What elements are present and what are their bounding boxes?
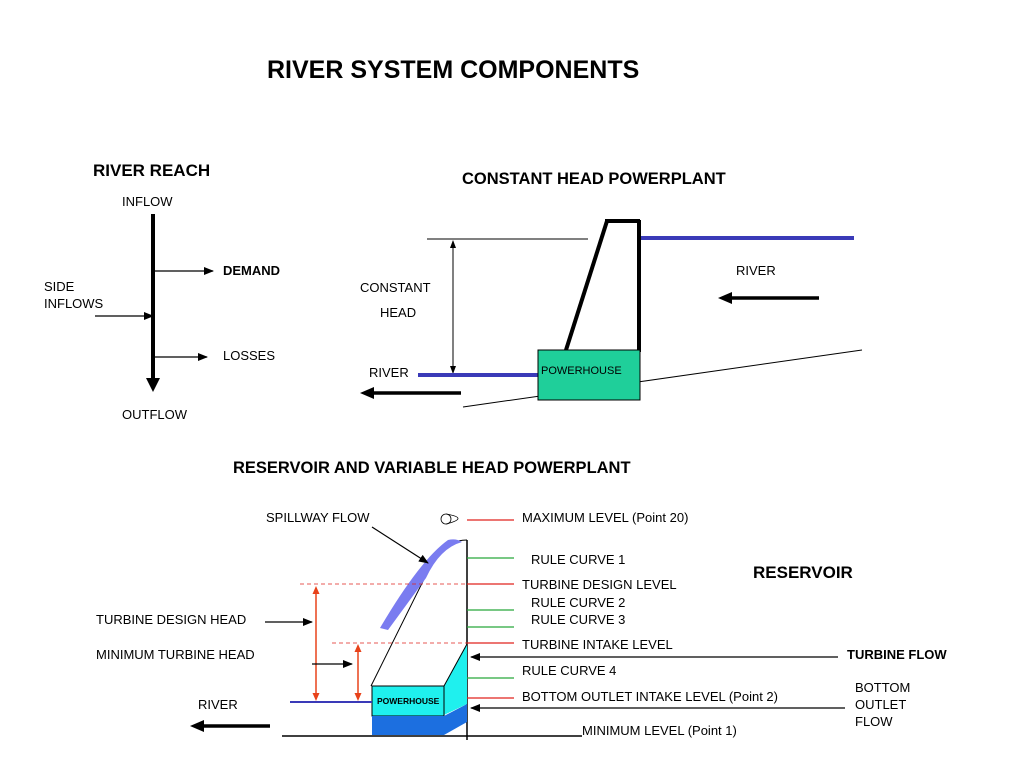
reach-inflow-label: INFLOW	[122, 194, 173, 209]
rv-spillway-gate-icon	[440, 513, 452, 525]
reach-outflow-label: OUTFLOW	[122, 407, 187, 422]
ch-head-label: HEAD	[380, 305, 417, 320]
rv-spillway-flow	[380, 539, 462, 630]
rv-base	[372, 704, 467, 735]
page-title: RIVER SYSTEM COMPONENTS	[267, 56, 640, 84]
rv-rule-curve-3-label: RULE CURVE 3	[531, 612, 626, 627]
rv-river-label: RIVER	[198, 697, 238, 712]
rv-powerhouse-edge	[443, 643, 468, 687]
ch-flow-arrowhead-right	[718, 292, 732, 304]
rv-turbine-design-level-label: TURBINE DESIGN LEVEL	[522, 577, 677, 592]
ch-flow-arrowhead-left	[360, 387, 374, 399]
constant-head-heading: CONSTANT HEAD POWERPLANT	[462, 170, 726, 188]
reach-demand-label: DEMAND	[223, 263, 281, 278]
river-reach-heading: RIVER REACH	[93, 161, 211, 180]
rv-bottom-outlet-flow-label-3: FLOW	[855, 714, 893, 729]
rv-rule-curve-2-label: RULE CURVE 2	[531, 595, 626, 610]
rv-turbine-design-head-label: TURBINE DESIGN HEAD	[96, 612, 247, 627]
rv-powerhouse-label: POWERHOUSE	[377, 696, 440, 706]
rv-river-arrowhead	[190, 720, 204, 732]
rv-powerhouse	[371, 685, 445, 717]
rv-maximum-level-label: MAXIMUM LEVEL (Point 20)	[522, 510, 689, 525]
ch-dam-slope	[564, 220, 609, 351]
rv-intake-zone	[444, 644, 467, 715]
rv-rule-curve-4-label: RULE CURVE 4	[522, 663, 617, 678]
rv-bottom-outlet-level-label: BOTTOM OUTLET INTAKE LEVEL (Point 2)	[522, 689, 778, 704]
reach-losses-label: LOSSES	[223, 348, 276, 363]
rv-rule-curve-1-label: RULE CURVE 1	[531, 552, 626, 567]
ch-river-left-label: RIVER	[369, 365, 409, 380]
rv-spillway-flow-label: SPILLWAY FLOW	[266, 510, 370, 525]
rv-turbine-intake-level-label: TURBINE INTAKE LEVEL	[522, 637, 673, 652]
reach-side-inflows-label-1: SIDE	[44, 279, 75, 294]
ch-ground-line	[462, 349, 863, 408]
ch-powerhouse-label: POWERHOUSE	[541, 365, 622, 377]
ch-constant-label: CONSTANT	[360, 280, 431, 295]
rv-spillway-gate-arc	[445, 513, 459, 525]
rv-spillway-pointer	[371, 526, 429, 564]
reach-outflow-arrowhead	[146, 378, 160, 392]
rv-bottom-outlet-flow-label-1: BOTTOM	[855, 680, 911, 695]
reservoir-heading: RESERVOIR AND VARIABLE HEAD POWERPLANT	[233, 459, 631, 477]
reach-side-inflows-label-2: INFLOWS	[44, 296, 104, 311]
ch-river-right-label: RIVER	[736, 263, 776, 278]
rv-minimum-level-label: MINIMUM LEVEL (Point 1)	[582, 723, 737, 738]
rv-bottom-outlet-flow-label-2: OUTLET	[855, 697, 907, 712]
rv-dam-slope	[370, 539, 468, 687]
ch-powerhouse	[537, 349, 641, 401]
rv-minimum-turbine-head-label: MINIMUM TURBINE HEAD	[96, 647, 255, 662]
rv-turbine-flow-label: TURBINE FLOW	[847, 647, 947, 662]
rv-reservoir-label: RESERVOIR	[753, 563, 853, 582]
